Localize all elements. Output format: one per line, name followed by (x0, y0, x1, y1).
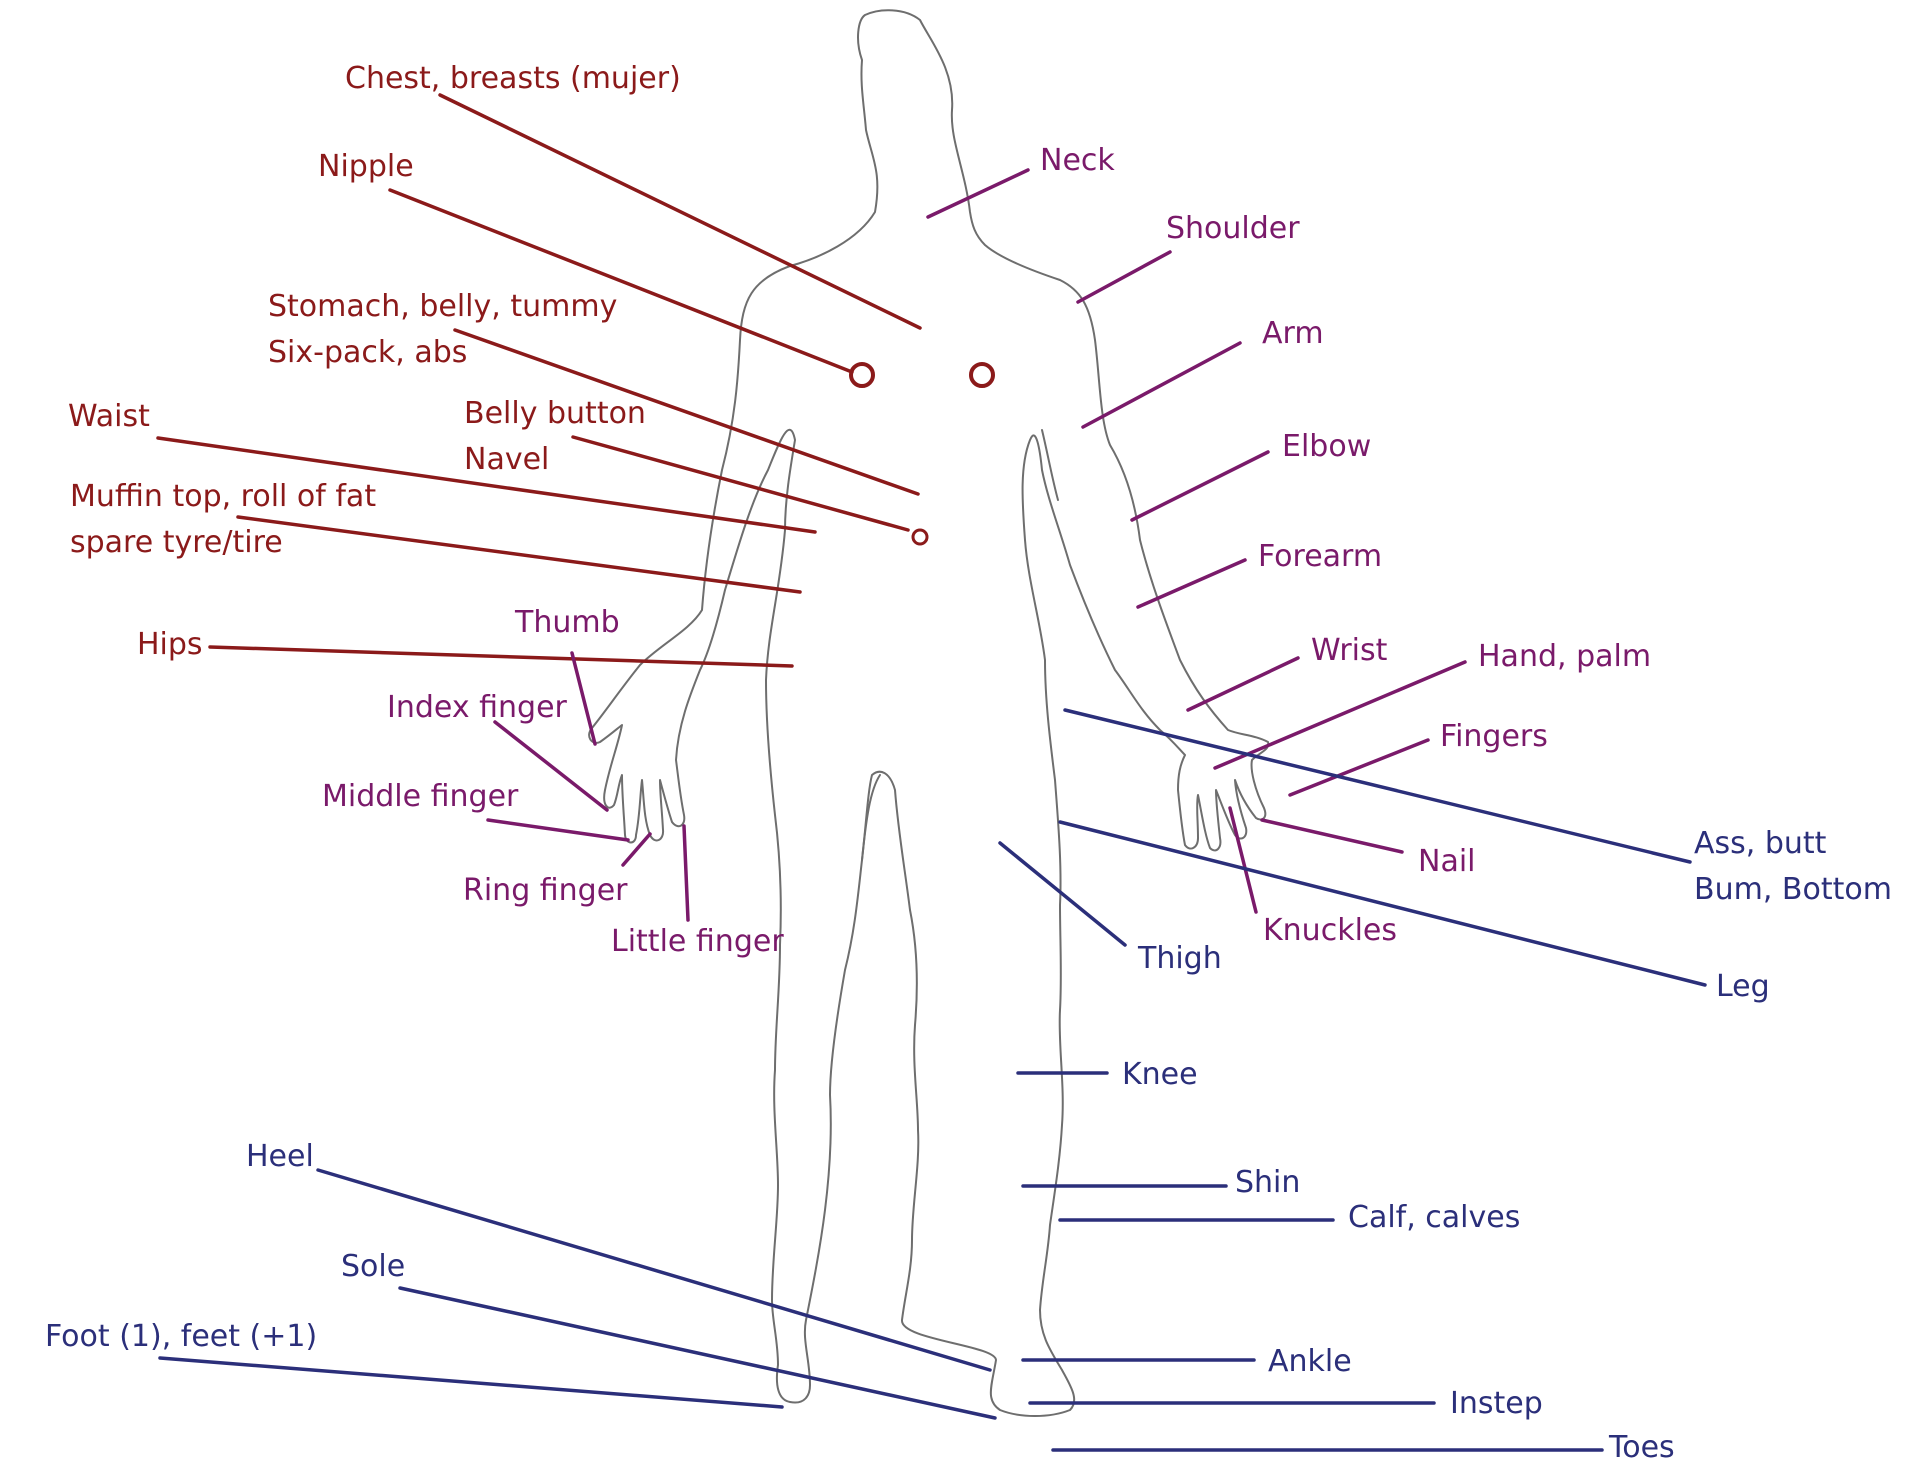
label-calf: Calf, calves (1348, 1200, 1520, 1235)
label-muffin: Muffin top, roll of fat (70, 479, 376, 514)
label-knee: Knee (1122, 1057, 1198, 1092)
label-hand: Hand, palm (1478, 639, 1651, 674)
label-wrist: Wrist (1311, 633, 1388, 668)
label-neck: Neck (1040, 143, 1115, 178)
label-sixpack: Six-pack, abs (268, 335, 467, 370)
labels-limbs: Thumb Index finger Middle finger Ring fi… (322, 143, 1651, 959)
leader-nipple (388, 188, 854, 374)
leader-forearm (1136, 558, 1247, 609)
label-bum: Bum, Bottom (1694, 872, 1892, 907)
label-navel: Navel (464, 442, 549, 477)
label-heel: Heel (246, 1139, 314, 1174)
label-knuckles: Knuckles (1263, 913, 1397, 948)
body-outline (588, 9, 1270, 1417)
leader-muffin (236, 515, 802, 594)
leader-lines-torso (156, 93, 995, 668)
leader-foot (158, 1356, 784, 1409)
label-shoulder: Shoulder (1166, 211, 1300, 246)
leader-hand (1213, 660, 1467, 770)
label-ass: Ass, butt (1694, 826, 1827, 861)
label-chest: Chest, breasts (mujer) (345, 61, 681, 96)
leader-neck (926, 168, 1030, 219)
label-ring: Ring finger (463, 873, 628, 908)
label-waist: Waist (68, 399, 150, 434)
leader-leg (1058, 820, 1707, 987)
labels-torso: Chest, breasts (mujer) Nipple Stomach, b… (68, 61, 681, 662)
leader-ring (621, 832, 652, 867)
nipple-left (849, 362, 875, 388)
label-little: Little finger (611, 924, 784, 959)
labels-lower: Ass, butt Bum, Bottom Thigh Leg Knee Shi… (45, 826, 1892, 1465)
leader-nail (1260, 818, 1404, 854)
label-hips: Hips (137, 627, 203, 662)
leader-heel (316, 1168, 992, 1372)
groin-line (861, 774, 881, 861)
leader-middle (486, 818, 630, 842)
label-elbow: Elbow (1282, 429, 1371, 464)
label-arm: Arm (1262, 316, 1324, 351)
leader-bellybutton (571, 435, 910, 532)
leader-hips (208, 645, 794, 668)
label-forearm: Forearm (1258, 539, 1382, 574)
leader-arm (1081, 341, 1242, 429)
body-silhouette (588, 9, 1270, 1417)
arm-inner-right (1041, 429, 1059, 501)
leader-lines-lower (158, 708, 1707, 1452)
label-foot: Foot (1), feet (+1) (45, 1319, 317, 1354)
leader-index (493, 720, 609, 812)
label-thigh: Thigh (1137, 941, 1222, 976)
nipple-right (969, 362, 995, 388)
leader-shoulder (1076, 250, 1172, 304)
label-stomach: Stomach, belly, tummy (268, 289, 617, 324)
leader-wrist (1186, 656, 1300, 712)
label-bellybutton: Belly button (464, 396, 646, 431)
leader-thumb (570, 651, 597, 746)
label-sole: Sole (341, 1249, 405, 1284)
leader-fingers (1288, 738, 1430, 797)
leader-lines-limbs (486, 168, 1467, 922)
label-sparetyre: spare tyre/tire (70, 525, 283, 560)
label-toes: Toes (1608, 1430, 1675, 1465)
leader-stomach (453, 328, 920, 496)
leader-knuckles (1228, 806, 1258, 914)
leader-thigh (998, 841, 1127, 947)
label-nipple: Nipple (318, 149, 414, 184)
label-middle: Middle finger (322, 779, 519, 814)
label-ankle: Ankle (1268, 1344, 1352, 1379)
leader-sole (398, 1286, 997, 1420)
leader-chest (438, 93, 922, 330)
label-shin: Shin (1235, 1165, 1300, 1200)
label-nail: Nail (1418, 844, 1476, 879)
label-instep: Instep (1450, 1386, 1543, 1421)
label-index: Index finger (387, 690, 568, 725)
label-thumb: Thumb (514, 605, 620, 640)
belly-button (911, 528, 929, 546)
label-fingers: Fingers (1440, 719, 1548, 754)
leader-waist (156, 436, 817, 534)
label-leg: Leg (1716, 969, 1770, 1004)
leader-little (682, 824, 690, 922)
leader-elbow (1130, 450, 1270, 522)
leader-ass (1063, 708, 1692, 864)
